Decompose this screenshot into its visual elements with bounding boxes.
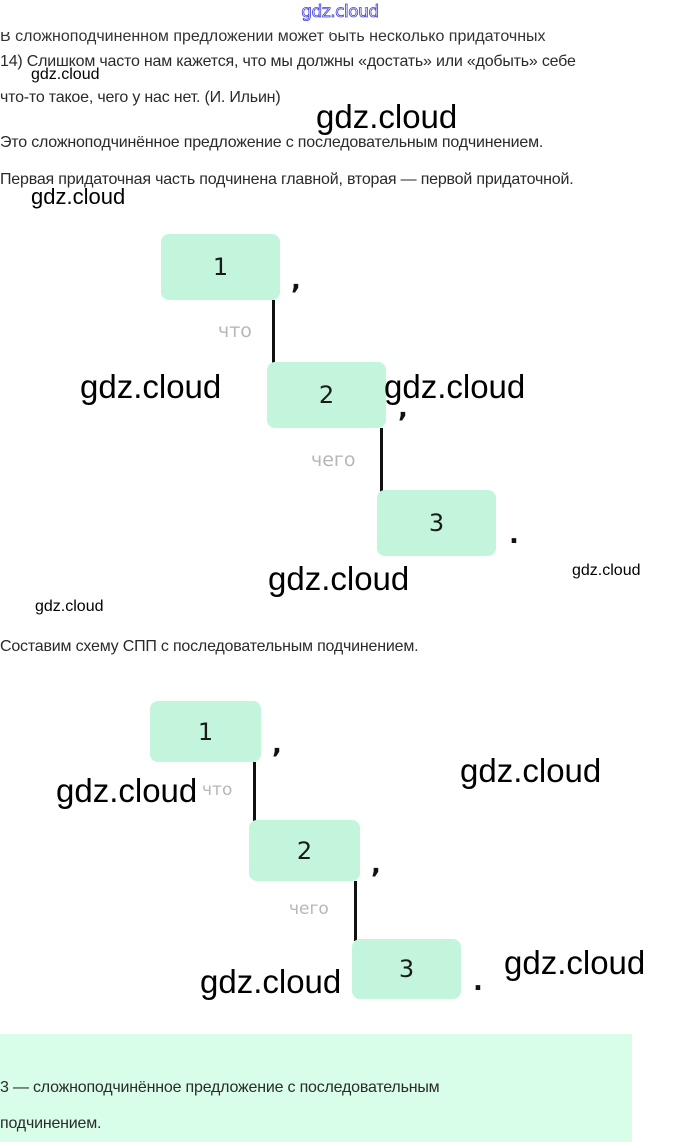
watermark: gdz.cloud xyxy=(460,752,602,789)
answer-line-2: подчинением. xyxy=(0,1115,102,1132)
diagram-2-comma-2: , xyxy=(371,850,381,880)
diagram-2-box-1: 1 xyxy=(150,701,261,762)
diagram-1-conjunction-1: что xyxy=(218,320,252,342)
watermark: gdz.cloud xyxy=(572,562,641,579)
intro-cut-text: В сложноподчинённом предложении может бы… xyxy=(0,32,680,46)
watermark: gdz.cloud xyxy=(31,66,100,83)
watermark: gdz.cloud xyxy=(504,944,646,981)
watermark: gdz.cloud xyxy=(384,368,526,405)
intro-cut-text-content: В сложноподчинённом предложении может бы… xyxy=(0,32,546,45)
diagram-2-box-2: 2 xyxy=(249,820,360,881)
watermark: gdz.cloud xyxy=(31,184,126,209)
watermark: gdz.cloud xyxy=(200,963,342,1000)
diagram-2-conjunction-2: чего xyxy=(289,899,329,919)
diagram-1-box-3: 3 xyxy=(377,490,496,556)
diagram-1-box-1: 1 xyxy=(161,234,280,300)
diagram-1-comma-2: , xyxy=(398,394,408,424)
watermark: gdz.cloud xyxy=(35,598,104,615)
answer-line-1: 3 — сложноподчинённое предложение с посл… xyxy=(0,1079,440,1096)
site-logo[interactable]: gdz.cloud xyxy=(301,2,380,23)
watermark: gdz.cloud xyxy=(56,772,198,809)
diagram-1-box-2: 2 xyxy=(267,362,386,428)
watermark: gdz.cloud xyxy=(316,98,458,135)
watermark: gdz.cloud xyxy=(268,560,410,597)
explanation-paragraph-2: Первая придаточная часть подчинена главн… xyxy=(0,171,574,188)
explanation-paragraph-1: Это сложноподчинённое предложение с посл… xyxy=(0,134,544,151)
diagram-1-connector-1 xyxy=(272,300,275,364)
task-line-1: 14) Слишком часто нам кажется, что мы до… xyxy=(0,53,576,70)
diagram-2-connector-2 xyxy=(354,881,357,941)
diagram-1-connector-2 xyxy=(380,428,383,492)
task-line-2: что-то такое, чего у нас нет. (И. Ильин) xyxy=(0,89,281,106)
diagram-2-conjunction-1: что xyxy=(202,780,233,800)
diagram-2-comma-1: , xyxy=(272,730,282,760)
scheme-caption: Составим схему СПП с последовательным по… xyxy=(0,638,419,655)
diagram-2-connector-1 xyxy=(253,762,256,822)
diagram-1-period: . xyxy=(509,520,519,550)
diagram-1-conjunction-2: чего xyxy=(311,449,356,471)
watermark: gdz.cloud xyxy=(80,368,222,405)
diagram-1-comma-1: , xyxy=(291,266,301,296)
diagram-2-box-3: 3 xyxy=(352,939,461,999)
answer-panel xyxy=(0,1034,632,1142)
diagram-2-period: . xyxy=(473,967,483,997)
